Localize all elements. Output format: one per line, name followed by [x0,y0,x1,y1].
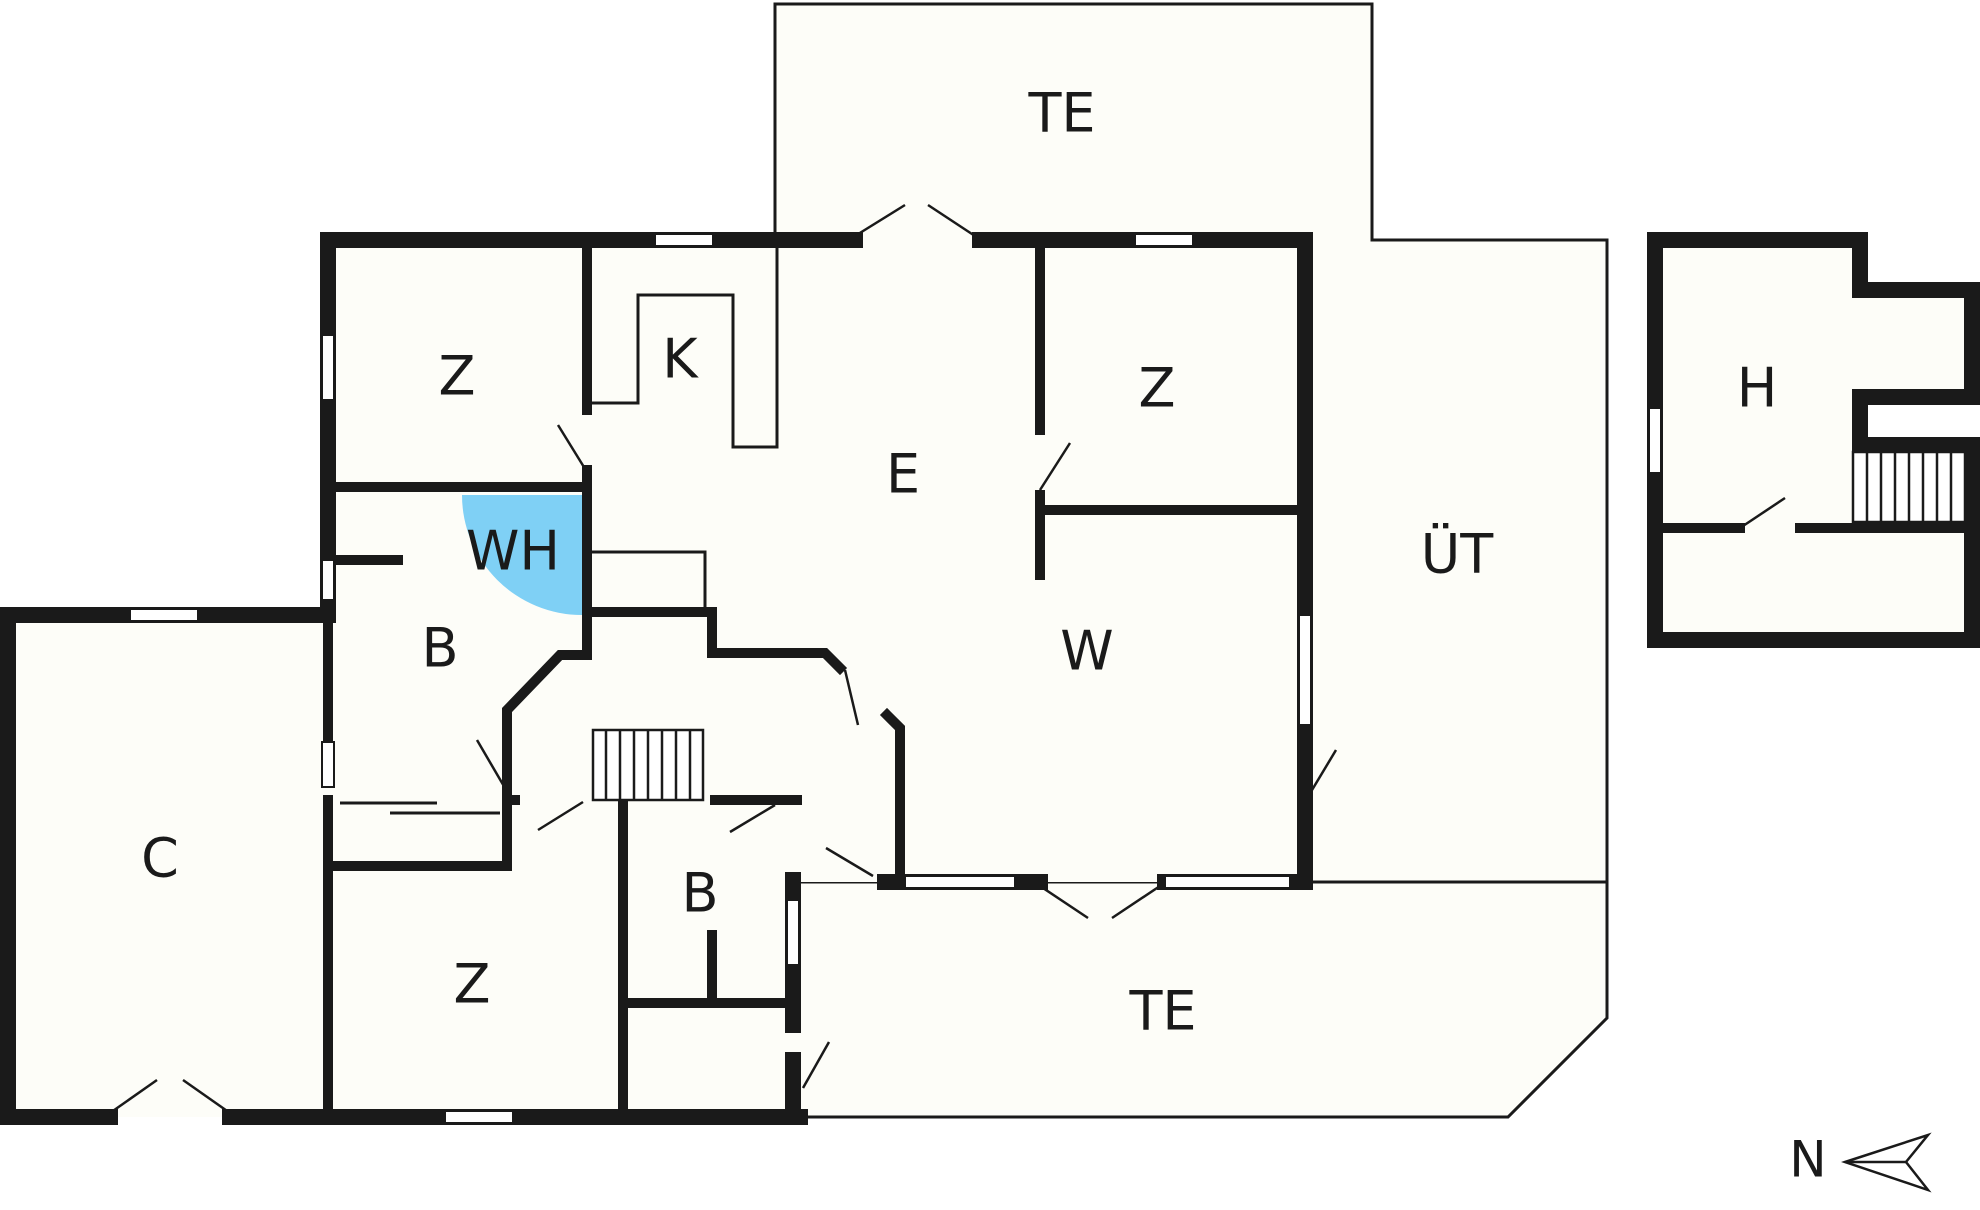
room-label-te-north: TE [1027,82,1095,145]
room-label-te-south: TE [1128,980,1196,1043]
north-arrow-icon [1841,1132,1932,1193]
double-door-north [854,203,976,238]
room-label-h: H [1737,357,1778,420]
window [321,559,335,601]
double-door-garage [109,1078,231,1115]
window [786,899,800,966]
door-leaf [556,424,589,473]
window [1134,233,1194,247]
terrace-south-outline [788,880,1609,1119]
annex-wall [1647,232,1980,648]
wall-hall-east [879,707,905,885]
door-leaf [1307,749,1338,796]
window [129,608,199,622]
window [444,1110,514,1124]
room-label-ut: ÜT [1421,523,1495,586]
window [654,233,714,247]
door-leaf [843,669,860,726]
door-leaf [537,800,584,832]
window [1648,407,1662,474]
room-label-e: E [886,443,920,506]
compass-label: N [1789,1131,1826,1189]
room-label-z-ne: Z [1139,357,1176,420]
room-label-b-south: B [681,862,718,925]
room-label-c: C [141,827,179,890]
door-leaf [729,803,776,834]
wall-hall [587,607,848,676]
door-leaf [1038,442,1072,491]
annex-floor [1655,240,1972,640]
door-leaf [825,846,874,878]
room-label-wh: WH [466,520,560,583]
room-label-z-sw: Z [454,953,491,1016]
door-leaf [801,1041,831,1089]
kitchen-counter [592,248,779,449]
wet-area [462,495,582,615]
counter-wh [592,550,707,612]
room-label-k: K [662,328,699,391]
wall-closet [328,805,512,871]
window [1298,614,1312,726]
stairs-annex [1851,450,1967,524]
window [1164,875,1291,889]
stairs-main [591,728,705,802]
window [321,741,335,788]
window [904,875,1016,889]
room-label-w: W [1060,620,1113,683]
door-leaf [475,739,507,789]
room-label-z-nw: Z [439,345,476,408]
wall-wh-east [502,465,592,810]
double-door-south [1039,884,1161,920]
window [321,334,335,401]
door-leaf [1739,496,1786,530]
room-label-b-west: B [421,617,458,680]
